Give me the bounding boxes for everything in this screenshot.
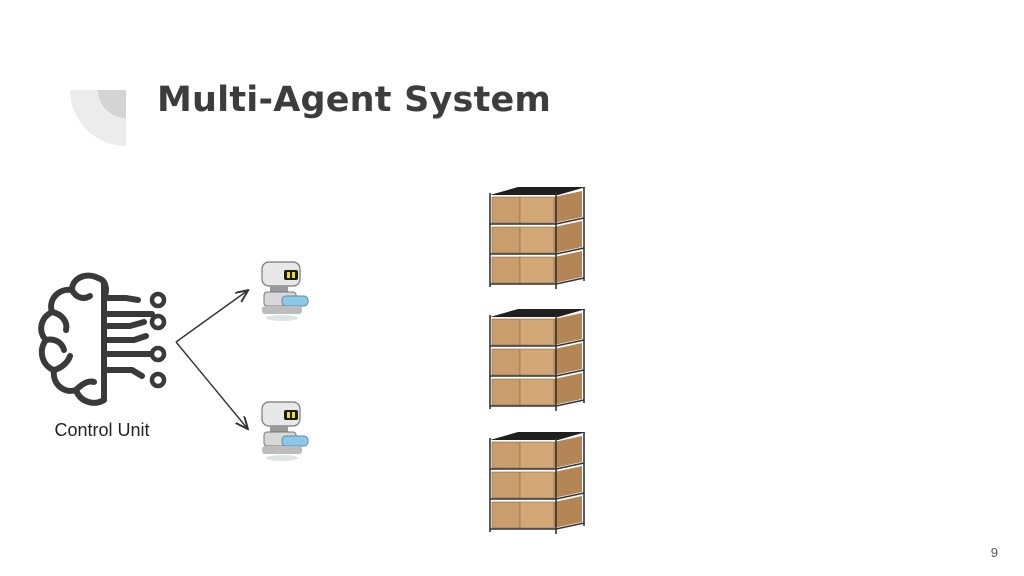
warehouse-shelf-icon — [489, 187, 586, 289]
warehouse-shelf-icon — [489, 309, 586, 411]
arrow-to-robot-1 — [175, 291, 247, 343]
warehouse-shelf-icon — [489, 432, 586, 534]
robot-icon — [261, 401, 309, 461]
slide-title: Multi-Agent System — [157, 80, 552, 120]
brain-circuit-icon — [38, 272, 167, 406]
robot-icon — [261, 261, 309, 321]
title-decoration — [70, 90, 126, 146]
page-number: 9 — [990, 545, 998, 560]
control-unit-label: Control Unit — [54, 420, 150, 440]
arrow-to-robot-2 — [175, 341, 247, 428]
